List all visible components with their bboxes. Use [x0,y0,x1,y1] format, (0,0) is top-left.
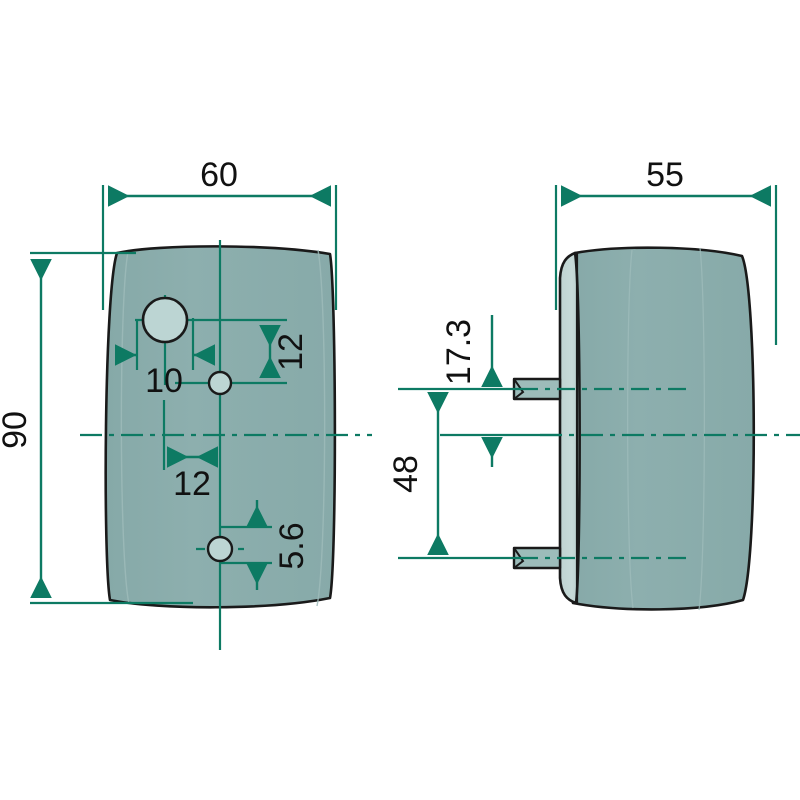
side-view-inner-shade-b [698,247,706,611]
front-view-inner-shade-left [120,251,130,605]
dim56-label: 5.6 [273,522,311,569]
hole-large [141,296,189,344]
dim55-label: 55 [646,156,684,194]
dim10-label: 10 [145,362,183,400]
dimension-height-90 [30,251,193,605]
dim12h-label: 12 [173,465,211,503]
dimension-width-60 [101,185,338,310]
hole-mid [207,370,233,396]
dimension-depth-55 [554,185,778,345]
dim60-label: 60 [200,156,238,194]
front-view-inner-shade-right [316,249,326,607]
side-view-inner-shade-a [626,249,634,609]
dimension-pin-span-48 [398,392,520,560]
side-view-outline [565,246,756,611]
dim173-label: 17.3 [440,319,478,385]
side-view-pins [512,377,562,570]
dimension-pin-offset-17-3 [398,315,560,467]
side-view-centerlines [520,387,800,560]
dim48-label: 48 [387,455,425,493]
dim90-label: 90 [0,411,34,449]
dim12v-label: 12 [272,333,310,371]
hole-lower [206,535,234,563]
pin-upper-chamfer [513,378,525,400]
side-view-group [558,246,756,611]
front-view-holes [141,296,234,563]
pin-lower-chamfer [513,547,525,569]
